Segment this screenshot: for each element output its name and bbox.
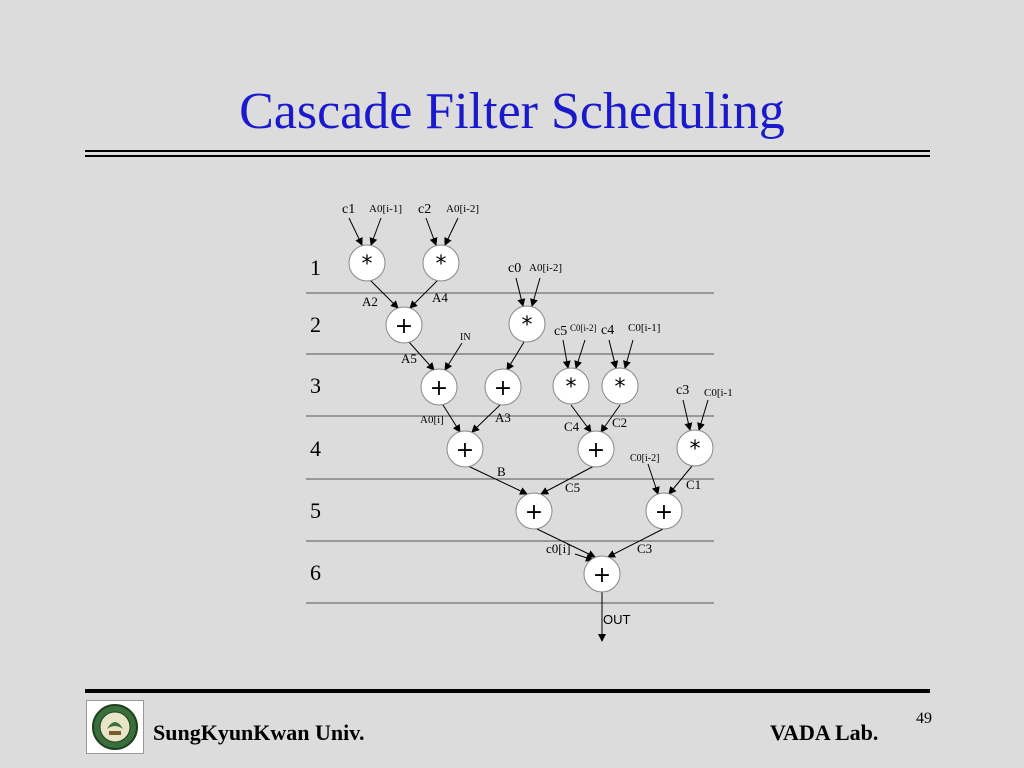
svg-text:*: * [690, 437, 701, 462]
edge [444, 342, 463, 371]
signal-label: C0[i-2] [570, 323, 597, 333]
signal-label: B [497, 464, 506, 479]
title-divider-top [85, 150, 930, 152]
signal-label: A0[i] [420, 414, 444, 426]
svg-text:*: * [615, 375, 626, 400]
svg-text:+: + [494, 376, 512, 401]
op-node-add: + [515, 492, 553, 530]
step-number: 1 [310, 255, 321, 280]
edge [607, 528, 664, 558]
svg-text:*: * [362, 252, 373, 277]
edge [647, 463, 660, 495]
signal-label: c0[i] [546, 541, 571, 556]
svg-text:+: + [456, 438, 474, 463]
signal-label: A3 [495, 410, 511, 425]
signal-label: c1 [342, 202, 355, 217]
edge [348, 217, 363, 246]
op-node-add: + [420, 368, 458, 406]
svg-text:*: * [436, 252, 447, 277]
edge [697, 399, 709, 431]
output-label: OUT [603, 612, 631, 627]
svg-text:+: + [587, 438, 605, 463]
edge [442, 404, 461, 433]
op-node-add: + [577, 430, 615, 468]
signal-label: c0 [508, 261, 521, 276]
signal-label: A0[i-2] [529, 262, 562, 274]
edge [623, 339, 634, 369]
signal-label: IN [460, 332, 471, 343]
op-node-add: + [583, 555, 621, 593]
op-node-multiply: * [348, 244, 386, 282]
edge [467, 465, 528, 495]
signal-label: C2 [612, 415, 627, 430]
op-node-multiply: * [676, 429, 714, 467]
signal-label: c2 [418, 202, 431, 217]
edge [444, 217, 459, 246]
op-node-add: + [484, 368, 522, 406]
step-number: 2 [310, 312, 321, 337]
edge [682, 399, 693, 431]
op-node-multiply: * [552, 367, 590, 405]
op-node-add: + [645, 492, 683, 530]
signal-label: C0[i-1 [704, 387, 733, 399]
signal-label: C5 [565, 480, 580, 495]
edge [471, 404, 501, 433]
op-node-add: + [446, 430, 484, 468]
edge [600, 404, 621, 433]
svg-text:+: + [430, 376, 448, 401]
svg-text:*: * [566, 375, 577, 400]
footer-lab: VADA Lab. [770, 720, 879, 745]
edge [425, 217, 438, 246]
svg-text:*: * [522, 313, 533, 338]
svg-text:+: + [395, 314, 413, 339]
signal-label: C3 [637, 541, 652, 556]
edge [536, 528, 596, 558]
university-logo [86, 700, 144, 754]
signal-label: A5 [401, 351, 417, 366]
signal-label: A0[i-1] [369, 203, 402, 215]
slide-title: Cascade Filter Scheduling [239, 83, 785, 140]
edge [530, 277, 541, 307]
edge [570, 404, 592, 433]
step-number: 4 [310, 436, 321, 461]
edge [562, 339, 571, 369]
page-number: 49 [916, 710, 932, 727]
op-node-multiply: * [601, 367, 639, 405]
signal-label: C4 [564, 419, 580, 434]
signal-label: C1 [686, 477, 701, 492]
step-separators [306, 292, 714, 604]
svg-text:+: + [525, 500, 543, 525]
step-number: 6 [310, 560, 321, 585]
signal-label: A2 [362, 294, 378, 309]
footer-divider [85, 689, 930, 693]
edge [369, 279, 399, 309]
edge [668, 465, 693, 495]
signal-label: c3 [676, 383, 689, 398]
signal-label: A0[i-2] [446, 203, 479, 215]
signal-label: A4 [432, 290, 448, 305]
edge [409, 279, 439, 309]
edge [369, 217, 382, 246]
edge [506, 341, 525, 371]
edge [515, 277, 526, 307]
footer-university: SungKyunKwan Univ. [153, 720, 365, 745]
svg-text:+: + [655, 500, 673, 525]
svg-text:+: + [593, 563, 611, 588]
edge [408, 341, 435, 371]
op-node-multiply: * [508, 305, 546, 343]
edge [574, 553, 594, 562]
op-node-add: + [385, 306, 423, 344]
title-divider-bottom [85, 155, 930, 157]
signal-label: C0[i-1] [628, 322, 660, 334]
edge [608, 339, 619, 369]
signal-label: c4 [601, 323, 614, 338]
step-number: 5 [310, 498, 321, 523]
op-node-multiply: * [422, 244, 460, 282]
edge [574, 339, 586, 369]
edge [540, 465, 595, 495]
signal-label: C0[i-2] [630, 453, 659, 464]
step-number: 3 [310, 373, 321, 398]
signal-label: c5 [554, 324, 567, 339]
